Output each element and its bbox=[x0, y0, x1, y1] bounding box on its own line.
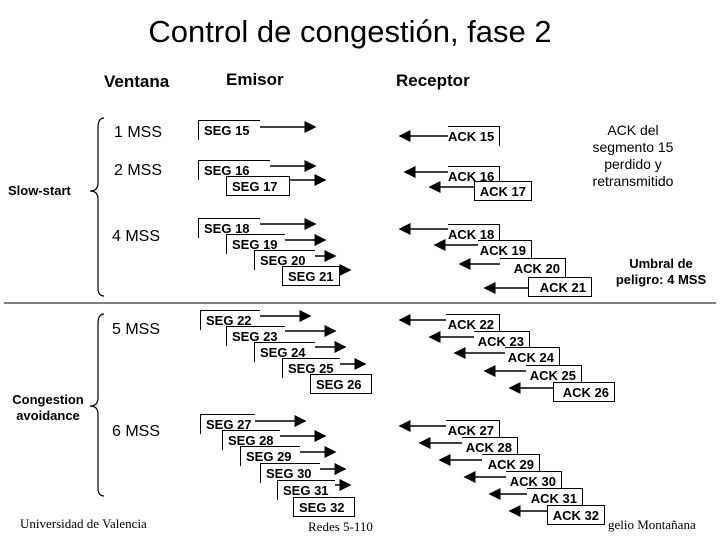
ack-18: ACK 18 bbox=[448, 224, 500, 244]
ack-15: ACK 15 bbox=[448, 126, 500, 146]
ack-32: ACK 32 bbox=[547, 505, 605, 525]
column-header-receiver: Receptor bbox=[396, 71, 470, 90]
ack-28: ACK 28 bbox=[462, 437, 518, 457]
segment-23: SEG 23 bbox=[226, 326, 285, 346]
segment-25: SEG 25 bbox=[282, 358, 340, 378]
window-size-1: 1 MSS bbox=[114, 124, 163, 141]
ack-19: ACK 19 bbox=[478, 240, 532, 260]
phase-label-slow-start: Slow-start bbox=[8, 183, 71, 198]
ack-20: ACK 20 bbox=[500, 258, 566, 278]
segment-32: SEG 32 bbox=[293, 497, 355, 517]
segment-16: SEG 16 bbox=[198, 160, 270, 180]
brace-congestion-avoidance bbox=[89, 313, 105, 497]
segment-28: SEG 28 bbox=[222, 430, 280, 450]
segment-19: SEG 19 bbox=[226, 234, 285, 254]
ack-21: ACK 21 bbox=[528, 277, 592, 297]
segment-22: SEG 22 bbox=[200, 310, 260, 330]
segment-26: SEG 26 bbox=[310, 374, 372, 394]
column-header-sender: Emisor bbox=[226, 70, 284, 89]
ack-25: ACK 25 bbox=[526, 365, 582, 385]
ack-24: ACK 24 bbox=[505, 347, 560, 367]
window-size-5: 5 MSS bbox=[112, 321, 161, 338]
ack-30: ACK 30 bbox=[506, 471, 562, 491]
footer-author: gelio Montañana bbox=[608, 517, 696, 532]
brace-slow-start bbox=[89, 117, 105, 297]
segment-17: SEG 17 bbox=[226, 176, 290, 196]
note-threshold: Umbral de peligro: 4 MSS bbox=[615, 256, 707, 287]
ack-29: ACK 29 bbox=[482, 454, 540, 474]
segment-20: SEG 20 bbox=[254, 250, 315, 270]
ack-27: ACK 27 bbox=[446, 420, 500, 440]
window-size-4: 4 MSS bbox=[112, 228, 161, 245]
segment-30: SEG 30 bbox=[260, 463, 320, 483]
ack-26: ACK 26 bbox=[553, 382, 615, 402]
ack-23: ACK 23 bbox=[474, 331, 530, 351]
segment-18: SEG 18 bbox=[198, 218, 260, 238]
footer-institution: Universidad de Valencia bbox=[20, 516, 147, 531]
segment-29: SEG 29 bbox=[240, 446, 300, 466]
footer-slide-number: Redes 5-110 bbox=[308, 519, 373, 534]
page-title: Control de congestión, fase 2 bbox=[148, 14, 552, 49]
segment-15: SEG 15 bbox=[198, 120, 260, 140]
ack-22: ACK 22 bbox=[446, 314, 500, 334]
segment-31: SEG 31 bbox=[277, 480, 335, 500]
note-lost-ack-retransmitted: ACK del segmento 15 perdido y retransmit… bbox=[592, 122, 674, 189]
phase-label-congestion-avoidance: Congestion avoidance bbox=[12, 392, 84, 423]
ack-31: ACK 31 bbox=[527, 488, 583, 508]
segment-24: SEG 24 bbox=[254, 342, 315, 362]
ack-17: ACK 17 bbox=[474, 181, 532, 201]
window-size-2: 2 MSS bbox=[114, 162, 163, 179]
segment-27: SEG 27 bbox=[200, 414, 255, 434]
segment-21: SEG 21 bbox=[282, 266, 340, 286]
window-size-6: 6 MSS bbox=[112, 423, 161, 440]
column-header-window: Ventana bbox=[104, 72, 170, 91]
